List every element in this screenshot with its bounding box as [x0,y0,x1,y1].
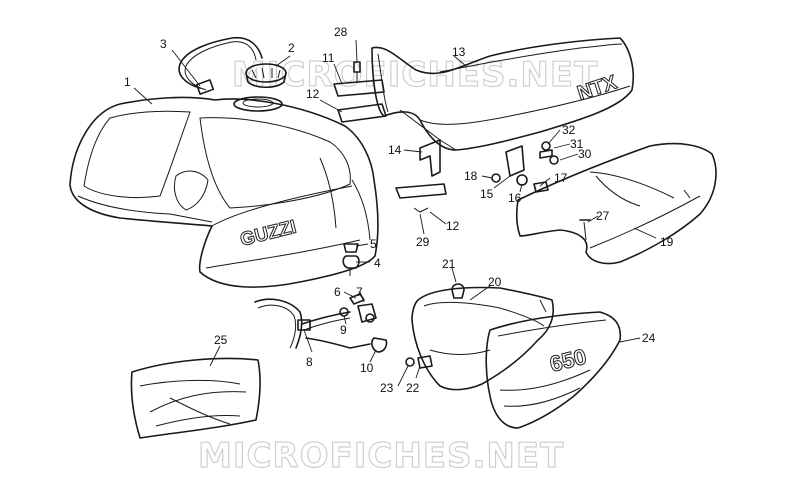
fuel-tap-assembly [339,243,388,353]
callout-23: 23 [380,381,394,395]
tank-bag [130,357,261,439]
fuel-tank: GUZZI [69,96,379,288]
callout-6: 6 [334,285,341,299]
seat-brackets [333,79,447,213]
side-cover: 650 [485,311,622,429]
watermark-bottom: MICROFICHES.NET [198,436,564,476]
callout-7: 7 [356,285,363,299]
callout-15: 15 [480,187,494,201]
callout-18: 18 [464,169,478,183]
callout-12b: 12 [446,219,460,233]
screw-28 [353,61,361,82]
tail-cover [515,142,717,265]
callout-12a: 12 [306,87,320,101]
screw-27 [579,219,591,241]
leader-lines [133,39,657,387]
callout-31: 31 [570,137,584,151]
callout-32: 32 [562,123,576,137]
callout-28: 28 [334,25,348,39]
callout-5: 5 [370,237,377,251]
side-panel-rear [411,286,554,391]
callout-29: 29 [416,235,430,249]
callout-1: 1 [124,75,131,89]
callout-9: 9 [340,323,347,337]
watermark-top: MICROFICHES.NET [232,55,598,95]
fuel-hoses [254,298,371,349]
tank-logo: GUZZI [238,217,298,251]
callout-11: 11 [322,51,335,65]
callout-4: 4 [374,256,381,270]
side-cover-logo: 650 [547,344,589,377]
callout-21: 21 [442,257,456,271]
callout-25: 25 [214,333,228,347]
callout-22: 22 [406,381,420,395]
callout-20: 20 [488,275,502,289]
callout-16: 16 [508,191,522,205]
callout-13: 13 [452,45,466,59]
callout-numbers: 1 2 3 4 5 6 7 8 9 10 11 12 12 13 14 15 1… [124,25,674,395]
seat-fasteners [491,141,559,193]
callout-14: 14 [388,143,402,157]
callout-3: 3 [160,37,167,51]
callout-27: 27 [596,209,610,223]
bracket-14 [419,139,441,177]
filler-cap [245,63,287,89]
panel-screws [405,355,433,369]
callout-8: 8 [306,355,313,369]
callout-24: 24 [642,331,656,345]
breather-tube [178,36,263,95]
callout-19: 19 [660,235,674,249]
callout-10: 10 [360,361,374,375]
callout-17: 17 [554,171,568,185]
grommet-21 [451,283,465,299]
callout-2: 2 [288,41,295,55]
callout-30: 30 [578,147,592,161]
